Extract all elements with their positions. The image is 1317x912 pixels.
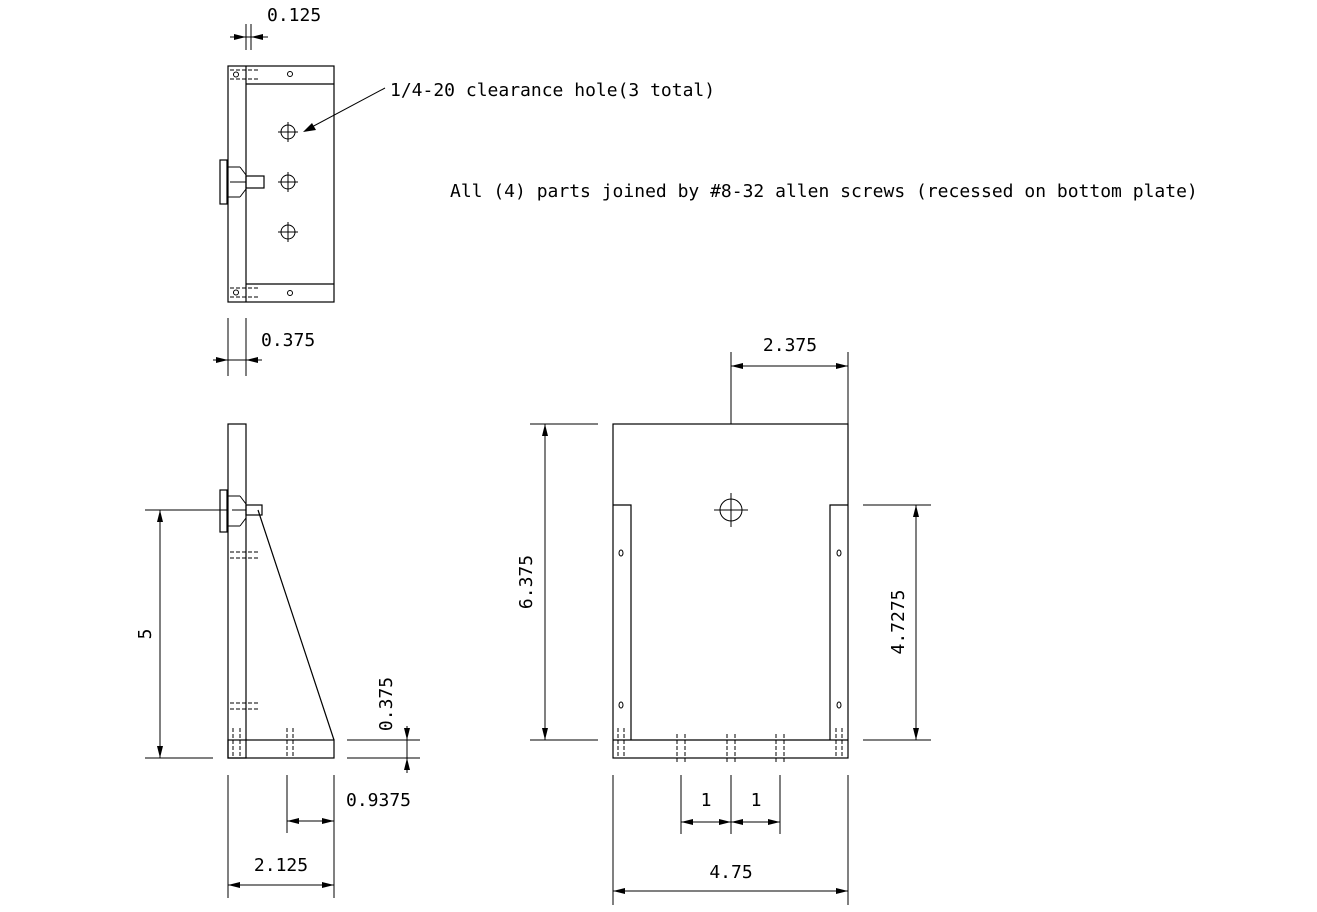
dim-side-plate-thickness — [347, 726, 420, 773]
dim-front-height-label: 6.375 — [516, 555, 537, 609]
dim-side-height-label: 5 — [135, 629, 156, 640]
front-center-hole — [714, 493, 748, 527]
dim-top-plate-width — [213, 318, 262, 376]
dim-side-height — [145, 509, 228, 759]
hole-callout-leader — [303, 87, 386, 132]
dim-top-thickness-label: 0.125 — [267, 5, 321, 26]
hole-callout-text: 1/4-20 clearance hole(3 total) — [390, 80, 715, 101]
dim-side-hole-offset — [286, 775, 335, 833]
dim-front-offset — [730, 352, 849, 424]
dim-front-offset-label: 2.375 — [763, 335, 817, 356]
dim-front-spacing-2-label: 1 — [751, 790, 762, 811]
clearance-hole-3 — [278, 222, 298, 242]
top-view — [219, 65, 335, 303]
dim-side-hole-offset-label: 0.9375 — [346, 790, 411, 811]
dim-side-base-width-label: 2.125 — [254, 855, 308, 876]
front-view — [612, 423, 849, 762]
dim-front-width-label: 4.75 — [709, 862, 752, 883]
dim-side-base-width — [227, 775, 335, 898]
dim-front-width — [612, 775, 849, 905]
dim-top-plate-width-label: 0.375 — [261, 330, 315, 351]
assembly-note: All (4) parts joined by #8-32 allen scre… — [450, 181, 1198, 202]
clearance-hole-1 — [278, 122, 298, 142]
dim-side-plate-thickness-label: 0.375 — [376, 677, 397, 731]
side-view — [219, 423, 335, 759]
clearance-hole-2 — [278, 172, 298, 192]
dim-top-thickness — [230, 24, 268, 50]
dim-front-inner-height-label: 4.7275 — [888, 589, 909, 654]
dim-front-height — [530, 423, 598, 741]
dim-front-inner-height — [863, 504, 931, 741]
dim-front-spacing-1-label: 1 — [701, 790, 712, 811]
dim-front-spacing — [680, 775, 781, 834]
